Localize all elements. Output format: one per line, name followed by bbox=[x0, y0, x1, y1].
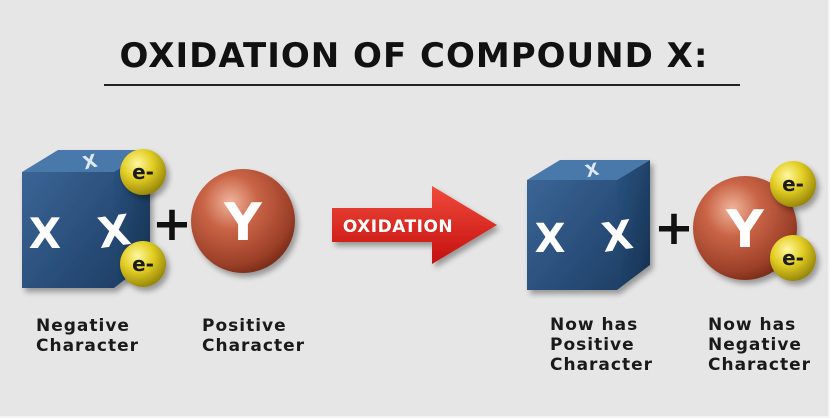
cube-top-face bbox=[22, 150, 150, 172]
plus-sign-products: + bbox=[654, 200, 694, 256]
caption-reactant-y: Positive Character bbox=[202, 316, 305, 356]
diagram-title: OXIDATION OF COMPOUND X: bbox=[119, 36, 709, 76]
caption-product-y: Now has Negative Character bbox=[708, 315, 811, 375]
caption-product-x: Now has Positive Character bbox=[550, 315, 653, 375]
electron-sphere bbox=[770, 235, 816, 281]
cube-side-face bbox=[617, 160, 650, 290]
oxidation-arrow: OXIDATION bbox=[332, 186, 497, 264]
electron-sphere bbox=[770, 161, 816, 207]
reactant-y-sphere: Y bbox=[191, 169, 295, 273]
caption-line: Negative bbox=[708, 335, 802, 355]
caption-line: Character bbox=[708, 355, 812, 375]
electron-sphere bbox=[120, 149, 166, 195]
caption-line: Positive bbox=[550, 335, 635, 355]
electron-top: e- bbox=[120, 149, 166, 195]
electron-bottom: e- bbox=[120, 241, 166, 287]
caption-line: Now has bbox=[550, 315, 639, 335]
cube-top-face bbox=[527, 160, 650, 180]
arrow-shape bbox=[332, 186, 497, 264]
plus-sign-reactants: + bbox=[152, 196, 192, 252]
caption-line: Character bbox=[202, 336, 306, 356]
sphere-letter: Y bbox=[725, 200, 765, 260]
arrow-label: OXIDATION bbox=[343, 217, 453, 237]
caption-line: Character bbox=[36, 336, 140, 356]
cube-front-face bbox=[527, 180, 617, 290]
electron-top: e- bbox=[770, 161, 816, 207]
caption-reactant-x: Negative Character bbox=[36, 316, 139, 356]
caption-line: Positive bbox=[202, 316, 287, 336]
cube-letter-front: X bbox=[29, 209, 61, 258]
caption-line: Now has bbox=[708, 315, 797, 335]
electron-sphere bbox=[120, 241, 166, 287]
caption-line: Negative bbox=[36, 316, 130, 336]
cube-front-face bbox=[22, 172, 114, 288]
electron-label: e- bbox=[132, 160, 154, 184]
electron-bottom: e- bbox=[770, 235, 816, 281]
cube-letter-front: X bbox=[535, 216, 566, 262]
electron-label: e- bbox=[782, 246, 804, 270]
cube-letter-top: X bbox=[583, 160, 601, 183]
electron-label: e- bbox=[132, 252, 154, 276]
electron-label: e- bbox=[782, 172, 804, 196]
product-x-cube: X X X bbox=[527, 160, 650, 290]
sphere-letter: Y bbox=[223, 193, 263, 253]
sphere-body bbox=[191, 169, 295, 273]
cube-letter-side: X bbox=[599, 212, 636, 262]
caption-line: Character bbox=[550, 355, 654, 375]
title-underline bbox=[104, 84, 740, 86]
cube-letter-top: X bbox=[81, 151, 100, 175]
